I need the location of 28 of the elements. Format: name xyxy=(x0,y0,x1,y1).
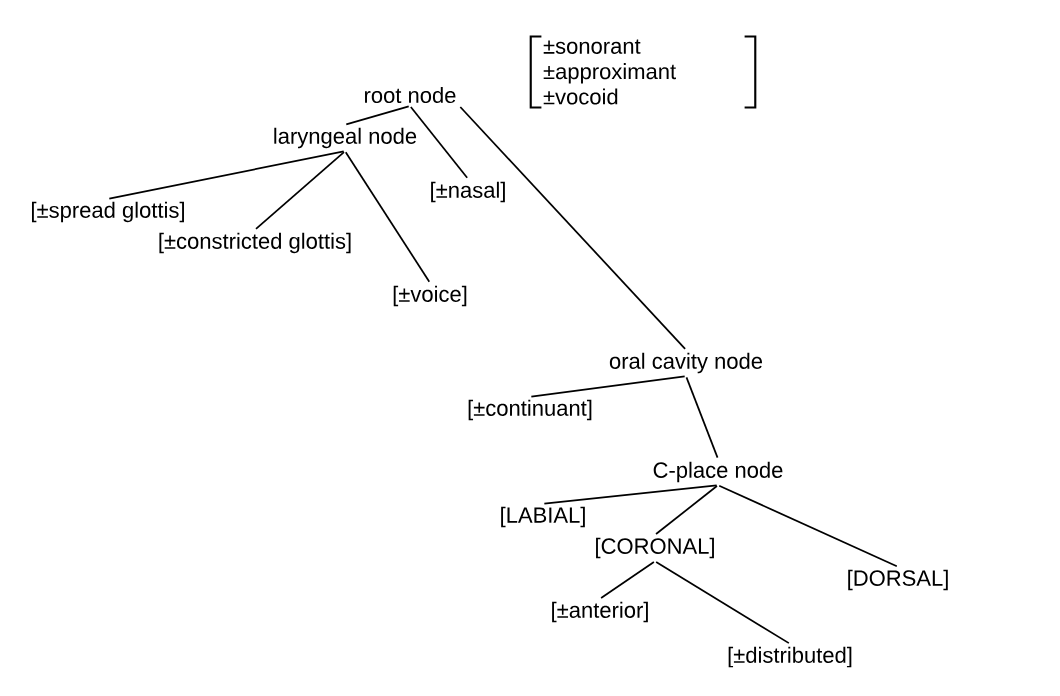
node-label: [DORSAL] xyxy=(848,569,948,591)
node-label: [±spread glottis] xyxy=(32,201,184,223)
node-label: [±voice] xyxy=(393,285,467,307)
tree-branch xyxy=(685,376,719,459)
node-label: [±continuant] xyxy=(468,399,592,421)
tree-branch xyxy=(459,106,686,350)
node-label: [±constricted glottis] xyxy=(159,232,351,254)
node-label: [±anterior] xyxy=(552,601,648,623)
node-label: [±nasal] xyxy=(431,181,505,203)
tree-branch xyxy=(409,106,469,179)
tree-branch xyxy=(345,105,410,126)
feature-matrix: ±sonorant ±approximant ±vocoid xyxy=(529,35,757,109)
node-label: [±distributed] xyxy=(728,646,852,668)
node-label: laryngeal node xyxy=(274,127,417,149)
tree-branch xyxy=(718,484,898,568)
node-label: oral cavity node xyxy=(609,352,763,374)
tree-branch xyxy=(344,151,431,283)
tree-branch xyxy=(530,375,686,398)
tree-branch xyxy=(600,561,655,599)
node-label: root node xyxy=(365,86,456,104)
tree-branch xyxy=(108,150,345,200)
tree-branch xyxy=(255,151,345,230)
tree-branch xyxy=(655,485,718,535)
node-label: C-place node xyxy=(653,461,783,483)
tree-branch xyxy=(655,561,790,644)
tree-branch xyxy=(543,484,718,505)
node-label: [CORONAL] xyxy=(596,537,714,559)
node-label: [LABIAL] xyxy=(501,506,585,528)
